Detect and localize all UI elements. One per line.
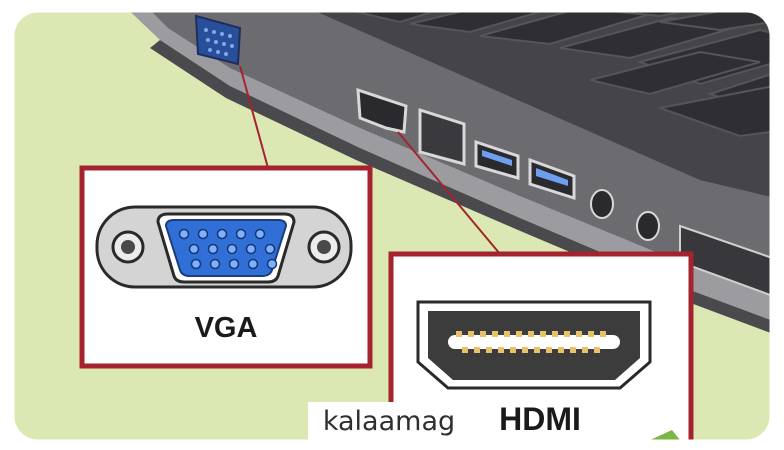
vga-leader-line	[239, 65, 269, 169]
hdmi-leader-line	[397, 131, 501, 255]
hdmi-label: HDMI	[499, 401, 581, 437]
watermark: kalaamag	[308, 402, 470, 440]
watermark-text: kalaamag	[322, 405, 456, 437]
laptop-usb-ports	[474, 139, 576, 201]
laptop-vga-port	[194, 14, 242, 66]
laptop-ethernet-port	[418, 107, 466, 166]
vga-callout: VGA	[79, 165, 373, 369]
laptop-hdmi-port	[356, 87, 408, 134]
vga-label: VGA	[195, 312, 258, 344]
laptop-audio-jacks	[590, 189, 660, 241]
laptop-card-slot	[679, 224, 770, 302]
corner-accent	[650, 430, 680, 440]
hdmi-callout: HDMI	[388, 251, 694, 440]
